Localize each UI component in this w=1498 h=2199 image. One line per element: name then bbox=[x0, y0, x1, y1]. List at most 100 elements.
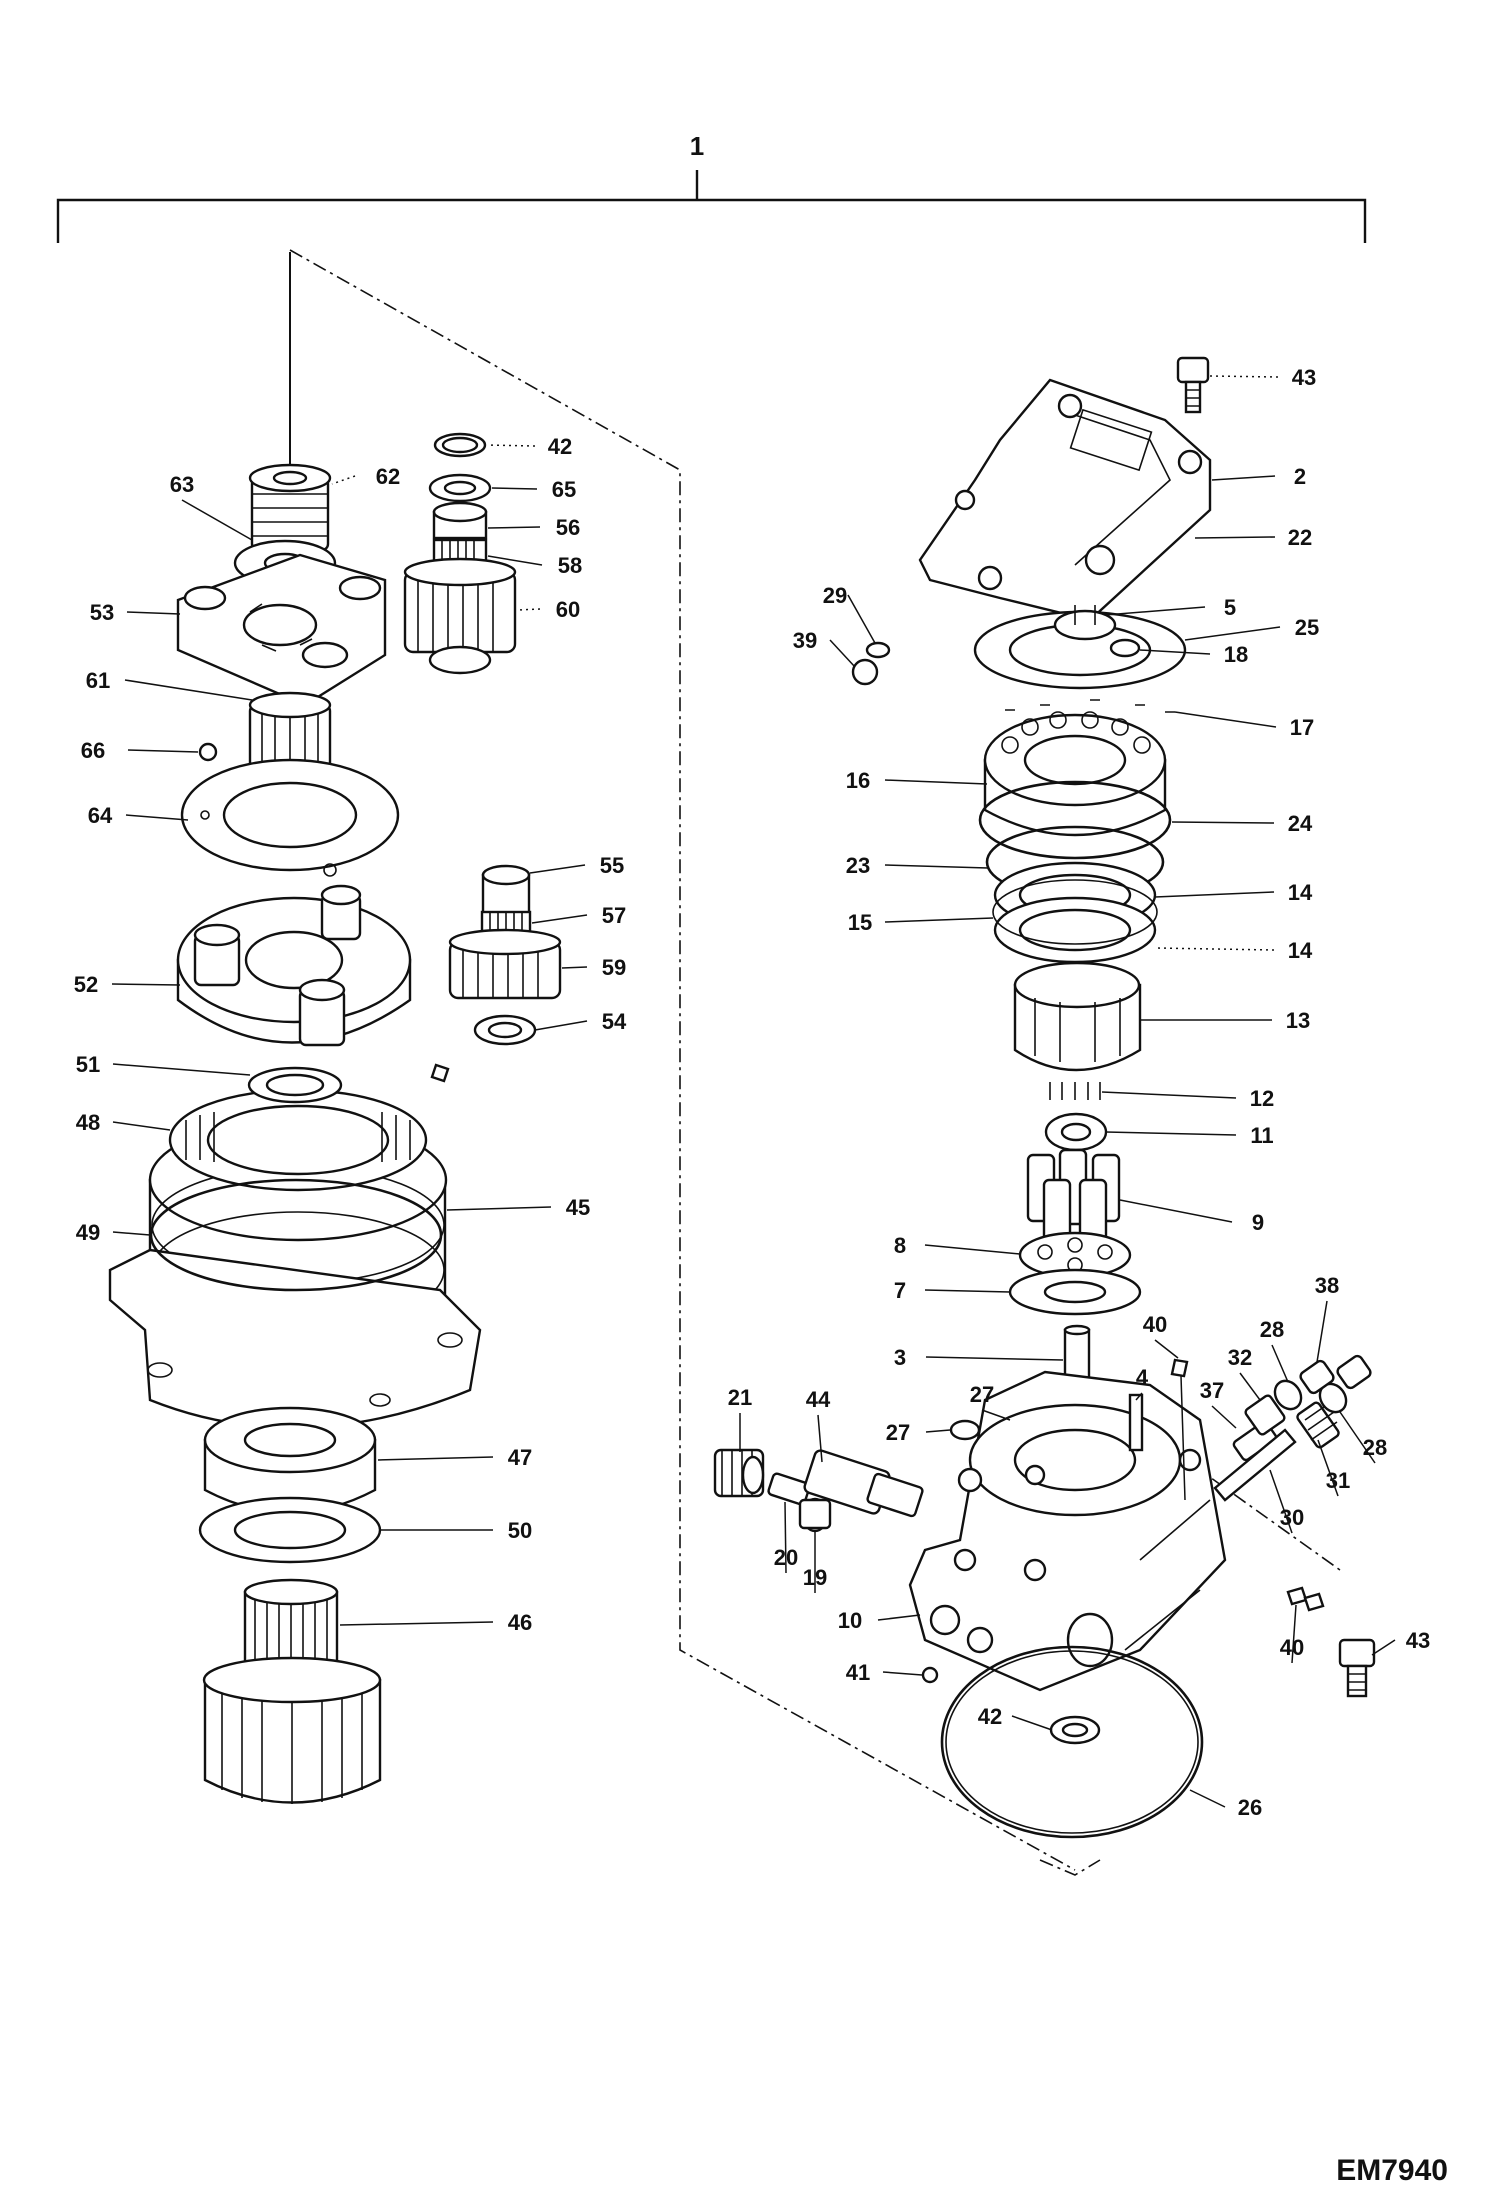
callout-number-left-23: 46 bbox=[508, 1610, 532, 1635]
callout-number-left-9: 61 bbox=[86, 668, 110, 693]
callout-number-right-1: 43 bbox=[1292, 365, 1316, 390]
leader-line-right-43 bbox=[1189, 1789, 1226, 1808]
leader-line-right-5 bbox=[1104, 606, 1206, 616]
callout-leader-lines bbox=[111, 375, 1396, 1808]
callout-number-right-38: 10 bbox=[838, 1608, 862, 1633]
callout-number-right-28: 27 bbox=[970, 1382, 994, 1407]
spring-12 bbox=[1049, 1082, 1101, 1100]
check-valve-44 bbox=[803, 1449, 924, 1518]
leader-line-left-15 bbox=[111, 983, 181, 986]
leader-line-right-7 bbox=[829, 639, 856, 668]
callout-number-right-22: 38 bbox=[1315, 1273, 1339, 1298]
plug-small-ring bbox=[430, 1063, 450, 1083]
leader-line-right-8 bbox=[1139, 649, 1211, 655]
motor-housing-10 bbox=[908, 1370, 1227, 1692]
leader-line-left-14 bbox=[561, 966, 588, 969]
spring-5 bbox=[1053, 605, 1117, 641]
leader-line-right-23 bbox=[1154, 1339, 1179, 1359]
leader-line-right-12 bbox=[884, 864, 989, 869]
friction-plates-14 bbox=[993, 861, 1157, 964]
callout-number-right-15: 14 bbox=[1288, 938, 1313, 963]
leader-line-right-1 bbox=[1209, 375, 1279, 378]
callout-number-right-20: 8 bbox=[894, 1233, 906, 1258]
callout-number-left-2: 62 bbox=[376, 464, 400, 489]
leader-line-right-42 bbox=[1011, 1715, 1053, 1731]
leader-line-right-25 bbox=[925, 1356, 1064, 1361]
thrust-washer-65 bbox=[428, 473, 492, 503]
callout-number-right-21: 7 bbox=[894, 1278, 906, 1303]
callout-number-left-7: 53 bbox=[90, 600, 114, 625]
callout-number-right-17: 12 bbox=[1250, 1086, 1274, 1111]
cylinder-block-13 bbox=[1013, 961, 1142, 1072]
snap-ring-42-left bbox=[433, 432, 487, 458]
pin-4 bbox=[1128, 1393, 1144, 1452]
brake-springs-17 bbox=[1005, 699, 1175, 713]
callout-number-right-7: 39 bbox=[793, 628, 817, 653]
leader-line-left-11 bbox=[125, 814, 189, 821]
callout-number-left-10: 66 bbox=[81, 738, 105, 763]
callout-number-right-8: 18 bbox=[1224, 642, 1248, 667]
bearing-48 bbox=[168, 1088, 428, 1192]
leader-line-left-9 bbox=[124, 679, 253, 701]
leader-line-right-41 bbox=[882, 1671, 923, 1676]
callout-number-right-14: 15 bbox=[848, 910, 872, 935]
valve-19 bbox=[798, 1497, 832, 1533]
valve-stem-30 bbox=[1213, 1428, 1297, 1502]
assembly-number-label: 1 bbox=[690, 131, 704, 161]
cap-screw-43-bottom bbox=[1338, 1638, 1376, 1698]
callout-number-right-5: 5 bbox=[1224, 595, 1236, 620]
thrust-plate-64 bbox=[180, 758, 400, 877]
callout-number-right-3: 22 bbox=[1288, 525, 1312, 550]
callout-number-right-27: 37 bbox=[1200, 1378, 1224, 1403]
leader-line-left-21 bbox=[377, 1456, 494, 1461]
callout-number-right-10: 16 bbox=[846, 768, 870, 793]
leader-line-right-15 bbox=[1155, 947, 1275, 951]
spacer-51 bbox=[247, 1066, 343, 1104]
leader-line-left-3 bbox=[487, 444, 536, 447]
plug-41 bbox=[921, 1666, 939, 1684]
spring-32 bbox=[1244, 1394, 1286, 1436]
leader-line-left-23 bbox=[339, 1621, 494, 1626]
callout-number-left-12: 55 bbox=[600, 853, 624, 878]
callout-number-right-11: 24 bbox=[1288, 811, 1313, 836]
pin-66 bbox=[198, 742, 218, 762]
leader-line-right-13 bbox=[1154, 891, 1275, 898]
callout-number-right-23: 40 bbox=[1143, 1312, 1167, 1337]
callout-number-right-35: 30 bbox=[1280, 1505, 1304, 1530]
callout-number-left-5: 56 bbox=[556, 515, 580, 540]
planet-pin-56 bbox=[432, 501, 488, 540]
plug-27 bbox=[949, 1419, 981, 1441]
assembly-bracket bbox=[56, 170, 1367, 243]
callout-number-right-19: 9 bbox=[1252, 1210, 1264, 1235]
leader-line-right-28 bbox=[981, 1409, 1011, 1421]
callout-number-right-32: 28 bbox=[1363, 1435, 1387, 1460]
callout-number-right-13: 14 bbox=[1288, 880, 1313, 905]
leader-line-right-14 bbox=[884, 917, 994, 923]
leader-line-right-26 bbox=[1239, 1372, 1261, 1401]
leader-line-left-16 bbox=[534, 1020, 588, 1031]
plug-40-top bbox=[1170, 1358, 1189, 1501]
leader-line-left-20 bbox=[112, 1231, 151, 1236]
snap-ring-42-right bbox=[1049, 1715, 1101, 1745]
callout-number-right-34: 31 bbox=[1326, 1468, 1350, 1493]
callout-number-right-43: 26 bbox=[1238, 1795, 1262, 1820]
planet-pin-55 bbox=[481, 864, 531, 915]
plug-29 bbox=[865, 641, 891, 659]
callout-number-right-41: 41 bbox=[846, 1660, 870, 1685]
callout-number-right-33: 27 bbox=[886, 1420, 910, 1445]
callout-number-right-24: 28 bbox=[1260, 1317, 1284, 1342]
callout-number-left-14: 59 bbox=[602, 955, 626, 980]
second-carrier-52 bbox=[176, 884, 412, 1047]
leader-line-right-24 bbox=[1271, 1344, 1289, 1383]
callout-number-left-11: 64 bbox=[88, 803, 113, 828]
leader-line-right-32 bbox=[1339, 1411, 1376, 1464]
pistons-9 bbox=[1026, 1148, 1121, 1244]
retainer-ball-11 bbox=[1044, 1112, 1108, 1152]
leader-line-right-19 bbox=[1119, 1199, 1233, 1223]
leader-line-right-27 bbox=[1211, 1405, 1237, 1429]
plug-39 bbox=[851, 658, 879, 686]
bearing-47 bbox=[203, 1406, 377, 1514]
leader-line-right-3 bbox=[1194, 536, 1276, 539]
